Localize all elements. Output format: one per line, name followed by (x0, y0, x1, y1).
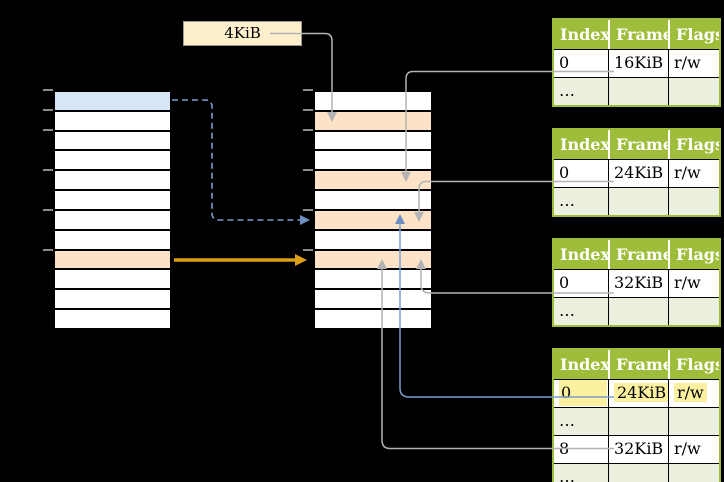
page-table-4: IndexFrameFlags024KiBr/w…832KiBr/w… (552, 348, 721, 482)
highlighted-value: r/w (674, 383, 707, 402)
header-cell-flags: Flags (668, 20, 719, 49)
header-cell-flags: Flags (668, 130, 719, 159)
memory-row-3 (315, 151, 431, 172)
page-table-cell: … (559, 81, 575, 100)
size-label: 4KiB (183, 21, 302, 46)
page-table-1: IndexFrameFlags 0 16KiBr/w … (552, 18, 721, 107)
page-table-cell: r/w (668, 436, 719, 463)
page-table-cell: 0 (559, 53, 570, 72)
header-cell-index: Index (560, 135, 608, 154)
memory-row-10 (315, 290, 431, 311)
page-table-cell: 32KiB (608, 270, 668, 297)
memory-row-3 (55, 151, 170, 172)
memory-row-0 (315, 92, 431, 112)
page-table-cell: … (559, 411, 575, 430)
page-table-row: … (554, 297, 719, 325)
physical-memory-table (313, 90, 433, 330)
page-table-cell (608, 464, 668, 482)
page-table-cell: r/w (668, 160, 719, 187)
page-table-cell: … (559, 191, 575, 210)
header-cell-frame: Frame (608, 20, 668, 49)
page-table-row: … (554, 187, 719, 215)
memory-row-8 (315, 250, 431, 271)
memory-row-1 (55, 111, 170, 132)
memory-row-5 (55, 191, 170, 211)
header-cell-index: Index (560, 25, 608, 44)
page-table-cell (608, 78, 668, 105)
header-cell-index: Index (560, 355, 608, 374)
arrow-virtual-blue-to-memory (172, 99, 310, 225)
header-cell-flags: Flags (668, 240, 719, 269)
page-table-row: … (554, 407, 719, 435)
page-table-3: IndexFrameFlags 0 32KiBr/w … (552, 238, 721, 327)
page-table-row: … (554, 463, 719, 482)
header-cell-frame: Frame (608, 130, 668, 159)
memory-row-10 (55, 290, 170, 311)
page-table-cell (668, 408, 719, 435)
memory-row-6 (315, 210, 431, 231)
page-table-cell: 8 (559, 439, 570, 458)
page-table-cell: r/w (668, 50, 719, 77)
memory-row-9 (55, 270, 170, 291)
page-table-cell: 0 (559, 163, 570, 182)
highlighted-value: 0 (559, 380, 607, 406)
page-table-cell: r/w (668, 380, 719, 407)
header-cell-index: Index (560, 245, 608, 264)
page-table-cell (668, 188, 719, 215)
memory-row-11 (315, 310, 431, 328)
memory-row-9 (315, 270, 431, 291)
page-table-cell: 24KiB (608, 160, 668, 187)
page-table-row: 0 24KiB r/w (554, 379, 719, 407)
memory-row-7 (315, 230, 431, 251)
page-table-cell (608, 298, 668, 325)
page-table-cell: … (559, 467, 575, 482)
page-table-cell: r/w (668, 270, 719, 297)
page-table-cell: … (559, 301, 575, 320)
memory-row-11 (55, 310, 170, 328)
memory-row-2 (55, 131, 170, 152)
memory-row-6 (55, 210, 170, 231)
memory-row-5 (315, 191, 431, 211)
memory-row-7 (55, 230, 170, 251)
page-table-header: IndexFrameFlags (554, 350, 719, 379)
page-table-cell (668, 78, 719, 105)
memory-row-8 (55, 250, 170, 271)
memory-row-2 (315, 131, 431, 152)
page-table-cell (668, 298, 719, 325)
highlighted-value: 24KiB (614, 383, 668, 402)
memory-row-1 (315, 111, 431, 132)
header-cell-frame: Frame (608, 240, 668, 269)
page-table-2: IndexFrameFlags 0 24KiBr/w … (552, 128, 721, 217)
virtual-memory-table (53, 90, 172, 330)
page-table-cell (668, 464, 719, 482)
page-table-header: IndexFrameFlags (554, 130, 719, 159)
memory-row-4 (55, 171, 170, 192)
page-table-cell (608, 408, 668, 435)
page-table-row: … (554, 77, 719, 105)
page-table-cell: 0 (559, 273, 570, 292)
page-table-cell: 24KiB (608, 380, 668, 407)
memory-row-4 (315, 171, 431, 192)
header-cell-flags: Flags (668, 350, 719, 379)
page-table-cell (608, 188, 668, 215)
page-table-header: IndexFrameFlags (554, 240, 719, 269)
page-table-cell: 16KiB (608, 50, 668, 77)
memory-row-0 (55, 92, 170, 112)
page-table-cell: 0 (554, 380, 608, 407)
page-table-cell: 32KiB (608, 436, 668, 463)
header-cell-frame: Frame (608, 350, 668, 379)
page-table-header: IndexFrameFlags (554, 20, 719, 49)
